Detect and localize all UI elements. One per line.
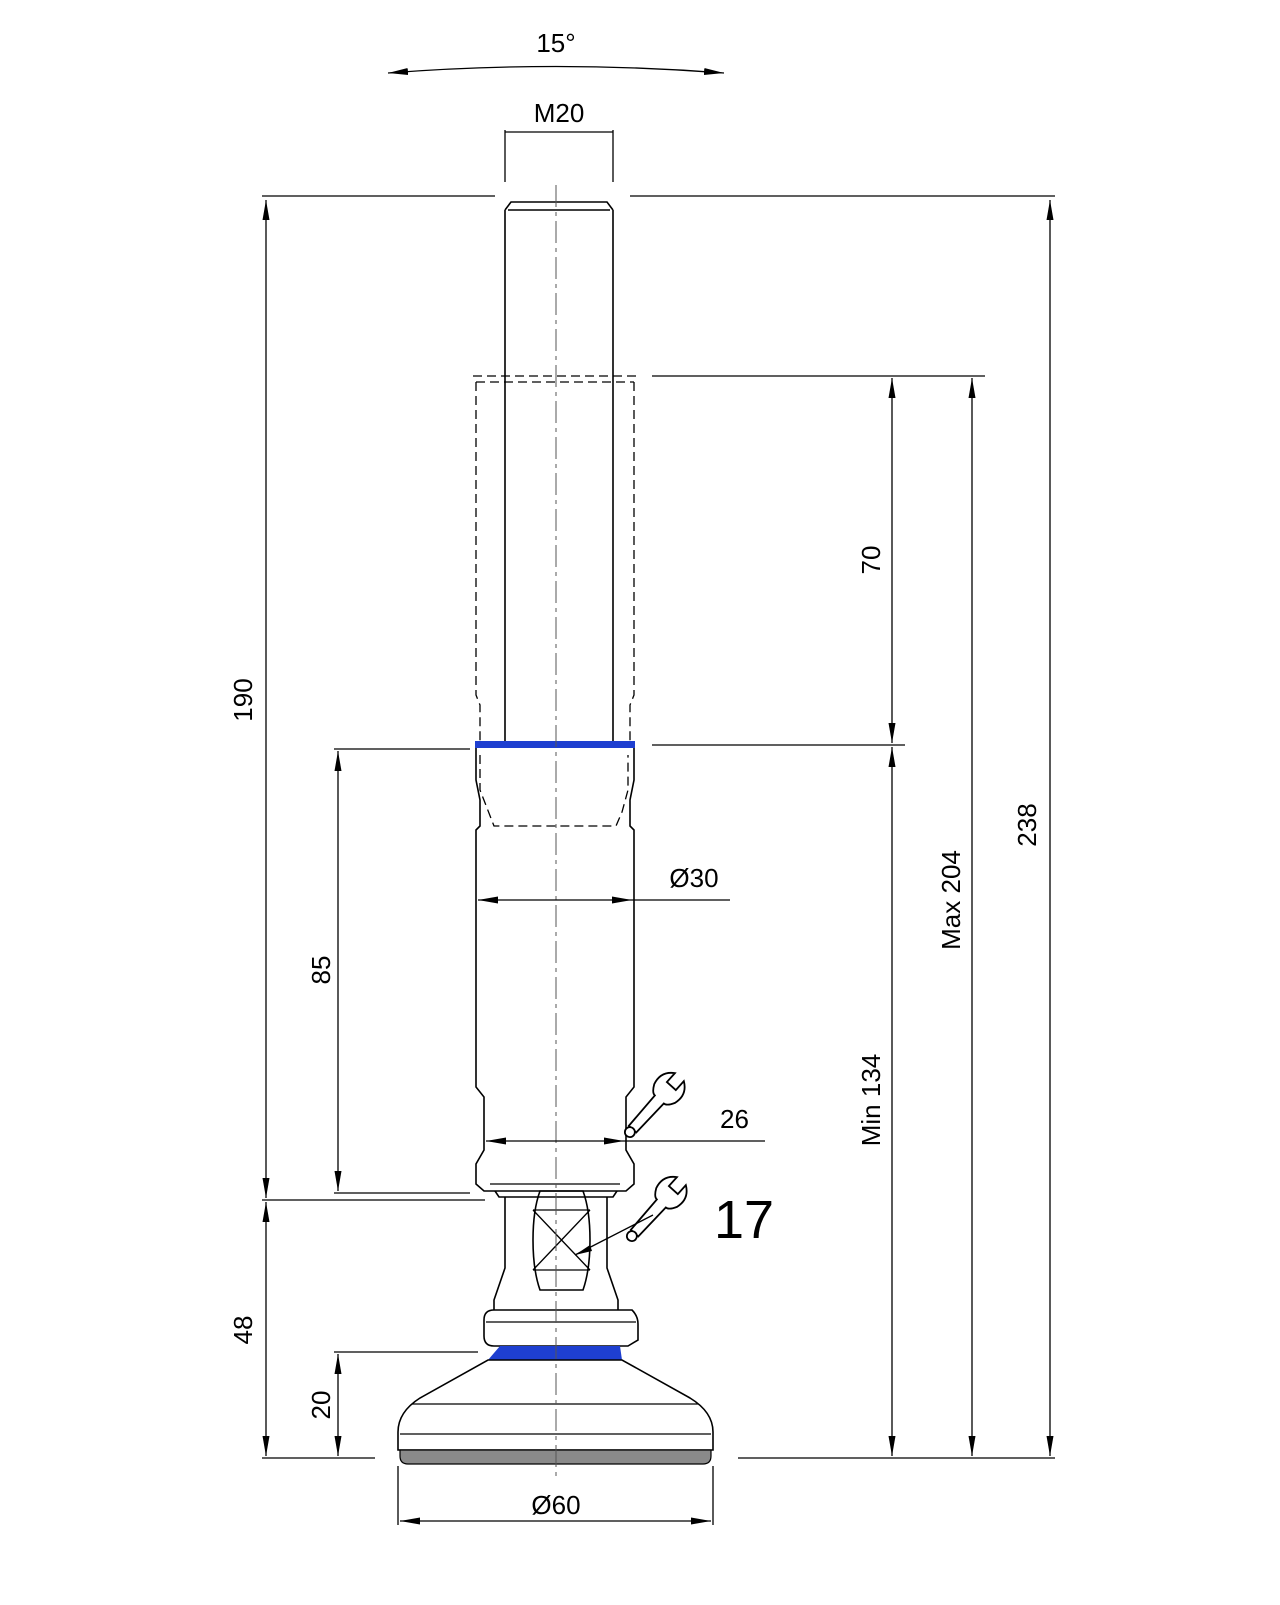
stroke-label: 70 [856, 546, 886, 575]
max-height-label: Max 204 [936, 850, 966, 950]
min-height-label: Min 134 [856, 1054, 886, 1147]
threaded-rod [504, 201, 614, 745]
overall-height-label: 238 [1012, 803, 1042, 846]
foot-diameter-label: Ø60 [531, 1490, 580, 1520]
dimensions: 15° M20 190 48 20 85 Ø30 [228, 28, 1055, 1525]
angle-arc [387, 65, 725, 75]
ball-housing [483, 1309, 639, 1347]
thread-label: M20 [534, 98, 585, 128]
foot-base [397, 1359, 714, 1451]
base-height-label: 48 [228, 1316, 258, 1345]
wrench-flat-cross [532, 1209, 591, 1271]
angle-label: 15° [536, 28, 575, 58]
thread-length-label: 190 [228, 678, 258, 721]
body-length-label: 85 [306, 956, 336, 985]
wrench-flat [532, 1190, 591, 1291]
wrench-17-label: 17 [714, 1190, 774, 1250]
wrench-icon [625, 1175, 688, 1243]
blue-seal-band [488, 1346, 622, 1360]
leveling-foot-part [397, 185, 714, 1480]
foot-height-label: 20 [306, 1391, 336, 1420]
main-body [475, 748, 635, 1192]
leader-17-arrow [575, 1245, 592, 1255]
wrench-callouts: 26 17 [574, 1071, 774, 1256]
retracted-body-hidden [473, 375, 637, 745]
wrench-icon [623, 1071, 686, 1139]
blue-seal-top [475, 741, 635, 748]
wrench-26-label: 26 [720, 1104, 749, 1134]
body-bottom-hidden [479, 755, 629, 827]
shaft-diameter-label: Ø30 [669, 863, 718, 893]
